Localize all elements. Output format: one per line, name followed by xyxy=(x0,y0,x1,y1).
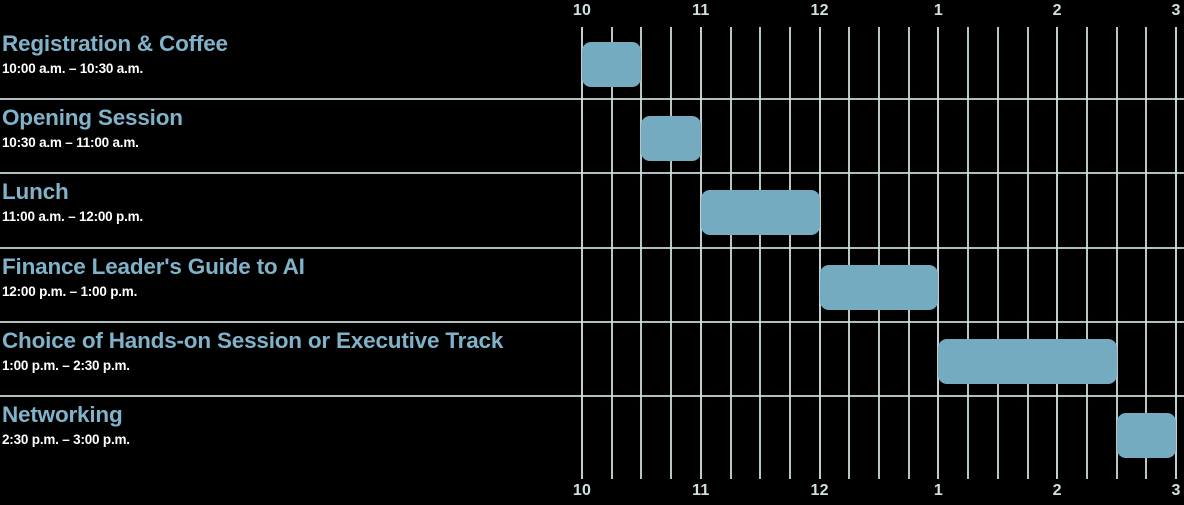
gridline-minor xyxy=(848,27,851,479)
axis-tick-top-3: 3 xyxy=(1171,2,1181,19)
event-title: Registration & Coffee xyxy=(2,31,228,56)
axis-tick-bottom-11: 11 xyxy=(692,482,710,499)
event-time: 12:00 p.m. – 1:00 p.m. xyxy=(2,283,138,299)
event-bar xyxy=(819,264,939,310)
event-title: Opening Session xyxy=(2,105,183,131)
row-separator xyxy=(0,172,1184,175)
axis-tick-bottom-10: 10 xyxy=(572,482,592,499)
event-bar xyxy=(938,338,1117,384)
agenda-row: Networking 2:30 p.m. – 3:00 p.m. xyxy=(0,402,578,448)
agenda-row: Lunch 11:00 a.m. – 12:00 p.m. xyxy=(0,179,578,225)
gridline-minor xyxy=(640,27,643,479)
agenda-row: Choice of Hands-on Session or Executive … xyxy=(0,328,578,374)
row-separator xyxy=(0,395,1184,397)
agenda-row: Opening Session 10:30 a.m – 11:00 a.m. xyxy=(0,105,578,151)
gridline-hour xyxy=(1175,27,1177,479)
axis-tick-top-11: 11 xyxy=(692,2,710,19)
gridline-minor xyxy=(788,27,791,479)
event-time: 2:30 p.m. – 3:00 p.m. xyxy=(2,432,130,447)
axis-tick-bottom-2: 2 xyxy=(1052,482,1062,499)
gridline-hour xyxy=(937,27,940,479)
row-separator xyxy=(0,320,1184,323)
agenda-row: Registration & Coffee 10:00 a.m. – 10:30 … xyxy=(0,31,578,77)
gridline-hour xyxy=(1056,27,1059,479)
event-title: Finance Leader's Guide to AI xyxy=(2,253,305,279)
event-title: Lunch xyxy=(2,179,69,205)
gridline-hour xyxy=(818,27,821,479)
axis-tick-top-10: 10 xyxy=(572,2,592,19)
event-bar xyxy=(1116,413,1176,458)
event-time: 1:00 p.m. – 2:30 p.m. xyxy=(2,357,130,373)
gridline-hour xyxy=(699,27,702,479)
axis-tick-top-1: 1 xyxy=(933,2,943,19)
event-time: 11:00 a.m. – 12:00 p.m. xyxy=(2,209,143,225)
event-bar xyxy=(641,116,701,162)
event-bar xyxy=(582,42,642,87)
axis-tick-bottom-12: 12 xyxy=(810,482,829,499)
event-title: Choice of Hands-on Session or Executive … xyxy=(2,327,504,353)
axis-tick-top-2: 2 xyxy=(1052,2,1062,19)
event-bar xyxy=(700,190,820,236)
gridline-minor xyxy=(670,27,673,479)
gridline-hour xyxy=(581,27,583,479)
event-title: Networking xyxy=(2,402,123,427)
gridline-minor xyxy=(1145,27,1148,479)
axis-tick-bottom-1: 1 xyxy=(933,482,943,499)
gridline-minor xyxy=(1085,27,1088,479)
gridline-minor xyxy=(996,27,999,479)
gridline-minor xyxy=(729,27,732,479)
gridline-minor xyxy=(878,27,880,479)
event-time: 10:00 a.m. – 10:30 a.m. xyxy=(2,61,143,76)
gridline-minor xyxy=(1026,27,1029,479)
gridline-minor xyxy=(907,27,910,479)
axis-tick-top-12: 12 xyxy=(810,2,829,19)
row-separator xyxy=(0,246,1184,249)
gridline-minor xyxy=(967,27,970,479)
row-separator xyxy=(0,98,1184,101)
gridline-minor xyxy=(1115,27,1118,479)
axis-tick-bottom-3: 3 xyxy=(1171,482,1181,499)
gridline-minor xyxy=(610,27,613,479)
agenda-row: Finance Leader's Guide to AI 12:00 p.m. –… xyxy=(0,254,578,300)
gridline-minor xyxy=(759,27,762,479)
event-time: 10:30 a.m – 11:00 a.m. xyxy=(2,135,139,151)
